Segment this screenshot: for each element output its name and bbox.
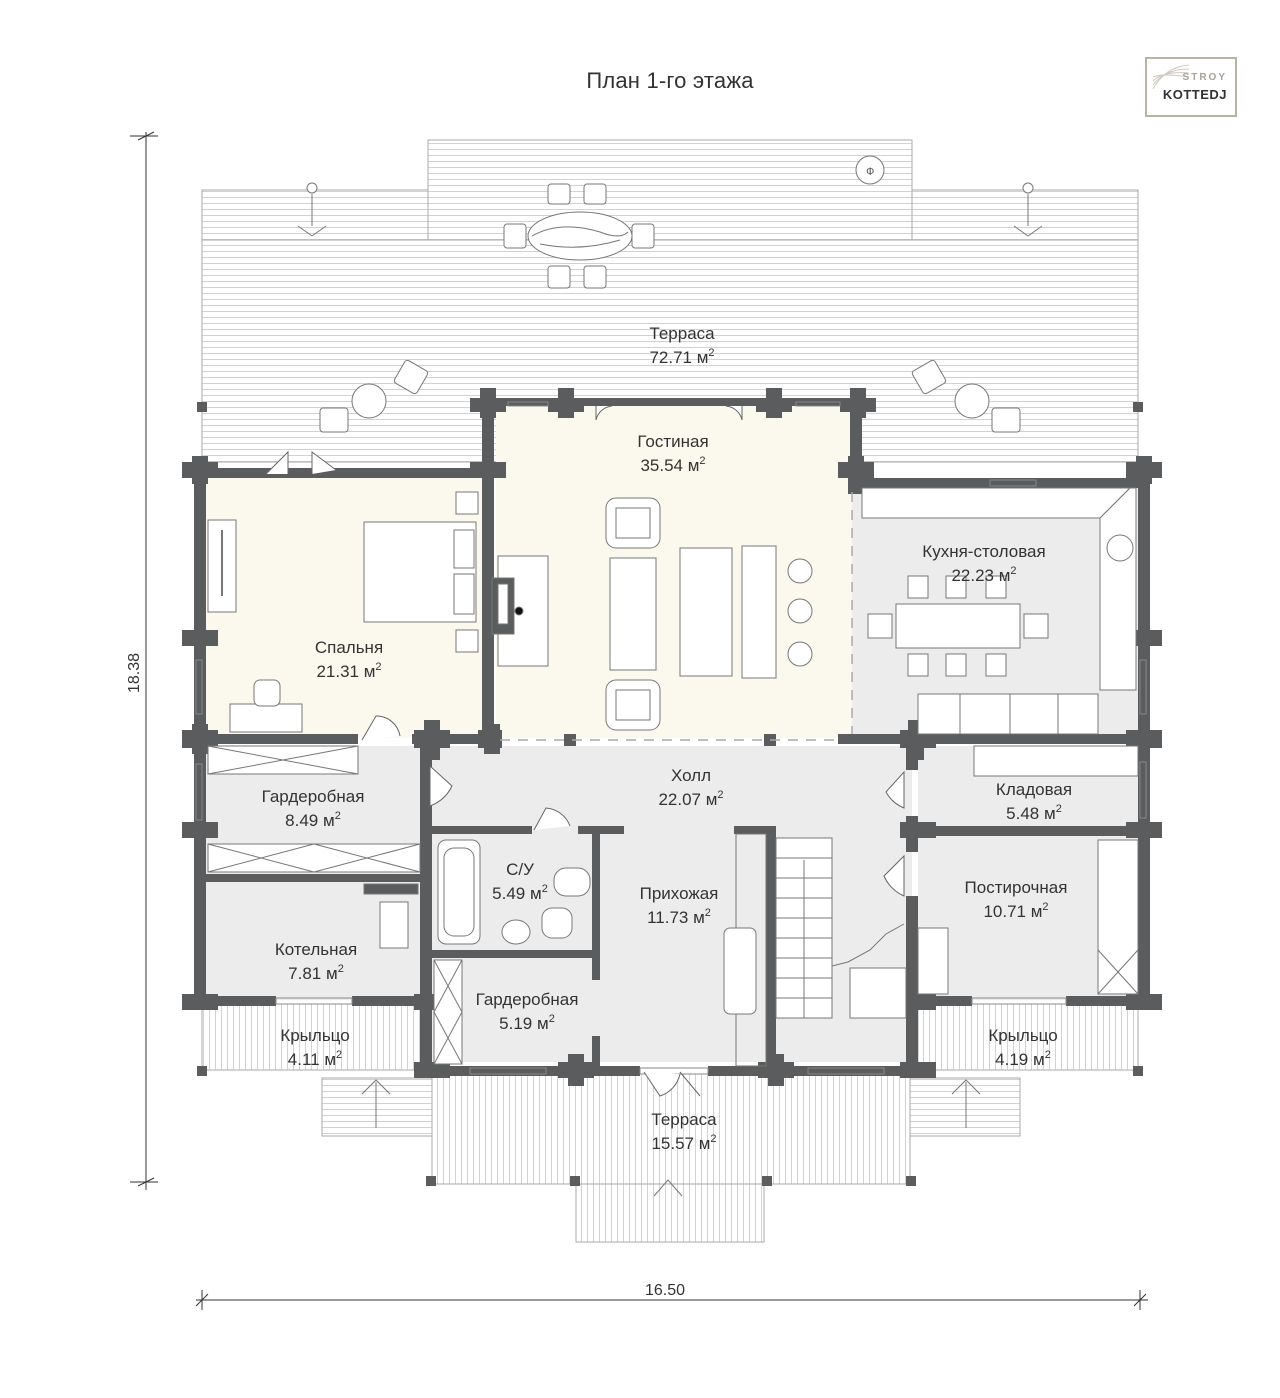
room-label-hall: Холл 22.07 м2 [658, 766, 724, 809]
room-label-terrace-bottom: Терраса 15.57 м2 [651, 1110, 717, 1153]
height-dimension: 18.38 [126, 652, 144, 694]
doors [265, 405, 905, 1097]
walls [194, 398, 1150, 1076]
width-dimension: 16.50 [645, 1282, 686, 1299]
room-label-porch-right: Крыльцо 4.19 м2 [988, 1026, 1058, 1069]
room-label-porch-left: Крыльцо 4.11 м2 [280, 1026, 350, 1069]
wardrobe2-furniture [433, 959, 463, 1065]
svg-text:Ф: Ф [866, 166, 874, 178]
staircase [723, 833, 907, 1067]
porches-bottom-terrace [201, 1003, 1139, 1243]
logo-wave-icon [1152, 64, 1190, 90]
room-label-wardrobe-1: Гардеробная 8.49 м2 [261, 787, 365, 830]
logo-line1: STROY [1182, 72, 1227, 83]
room-label-bedroom: Спальня 21.31 м2 [314, 638, 384, 681]
open-plan-dashes [500, 492, 853, 741]
entrance-steps [361, 1079, 981, 1197]
plan-title: План 1-го этажа [586, 68, 754, 93]
utility-furniture [207, 745, 1139, 995]
windows [195, 401, 1147, 1075]
room-label-living: Гостиная 35.54 м2 [637, 432, 709, 475]
room-label-pantry: Кладовая 5.48 м2 [995, 780, 1073, 823]
room-label-terrace-top: Терраса 72.71 м2 [649, 324, 715, 367]
stroy-kottedj-logo: STROY KOTTEDJ [1145, 57, 1237, 117]
room-label-laundry: Постирочная 10.71 м2 [964, 878, 1068, 921]
room-label-entrance: Прихожая 11.73 м2 [639, 884, 719, 927]
room-label-wardrobe-2: Гардеробная 5.19 м2 [475, 990, 579, 1033]
room-label-boiler: Котельная 7.81 м2 [274, 940, 358, 983]
bathroom-fixtures [437, 839, 591, 945]
kitchen-furniture [861, 487, 1137, 735]
dimension-lines [130, 131, 1148, 1310]
room-label-bathroom: С/У 5.49 м2 [492, 860, 548, 903]
living-furniture [491, 497, 813, 731]
terrace-posts [197, 402, 1143, 1186]
logo-line2: KOTTEDJ [1162, 87, 1227, 102]
terrace-furniture: Ф [297, 155, 1043, 433]
bedroom-furniture [207, 491, 479, 733]
wall-posts [182, 388, 1162, 1086]
room-label-kitchen: Кухня-столовая 22.23 м2 [922, 542, 1046, 585]
